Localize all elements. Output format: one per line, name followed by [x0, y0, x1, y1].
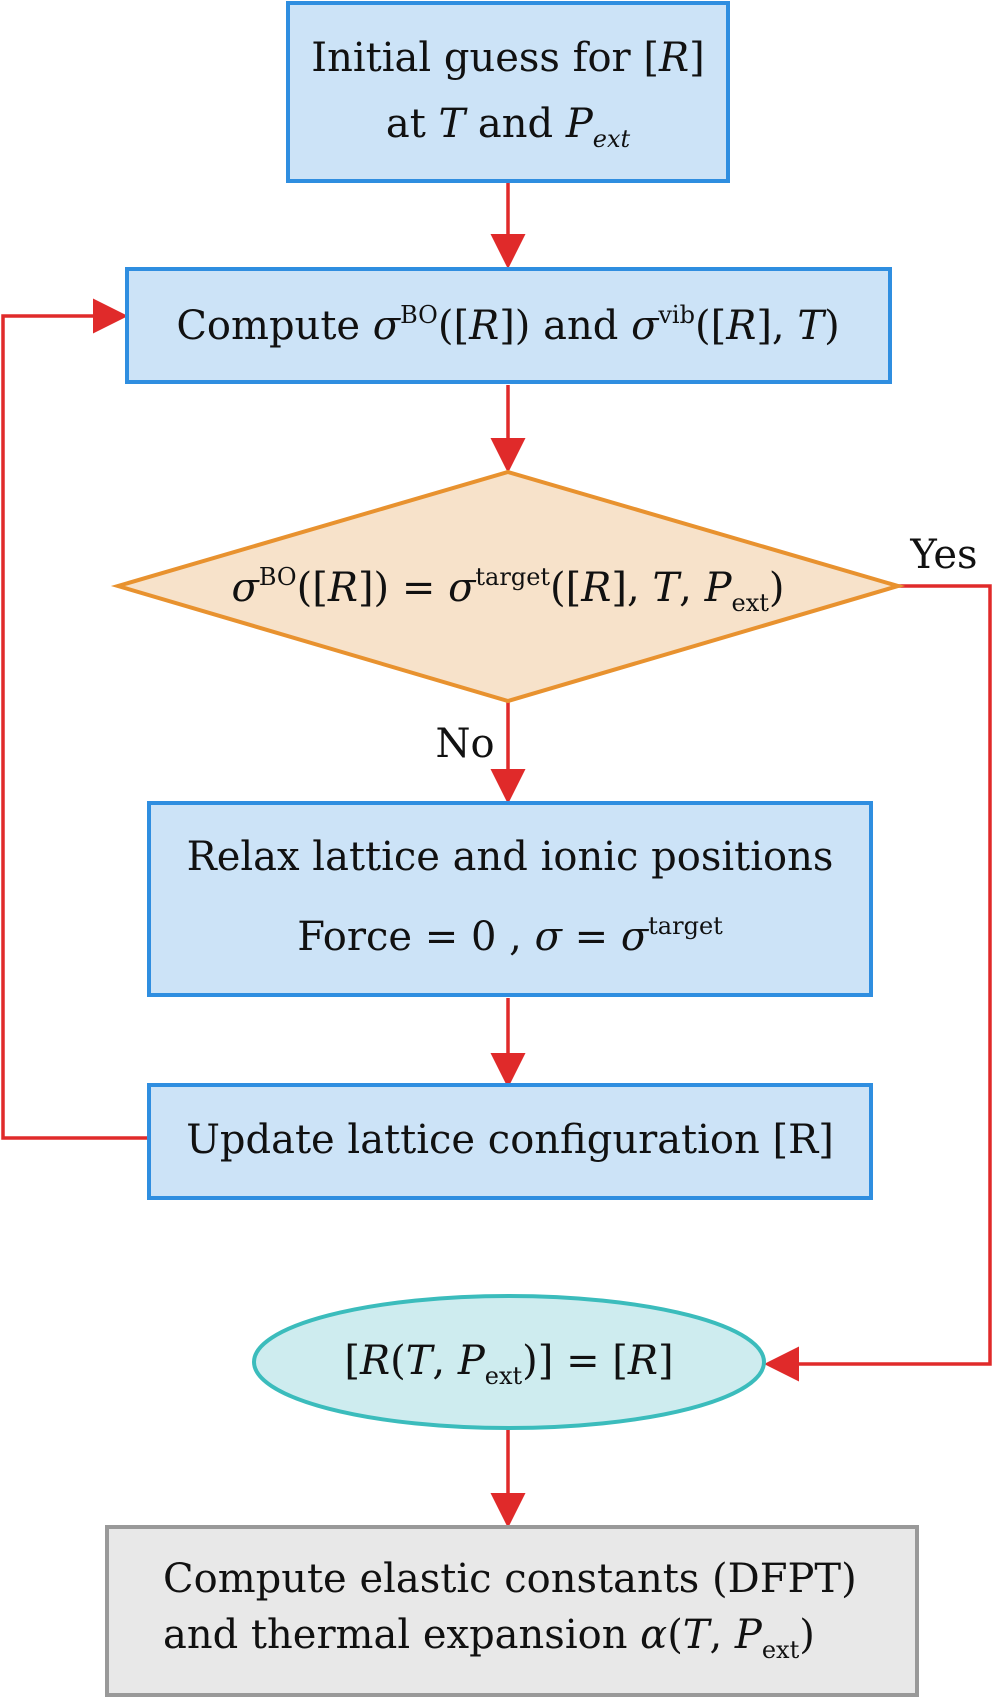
final-line1: Compute elastic constants (DFPT) [163, 1556, 857, 1602]
node-relax: Relax lattice and ionic positions Force … [147, 801, 873, 997]
compute-box [125, 267, 892, 384]
edge-label-yes: Yes [909, 532, 977, 578]
edge-label-no: No [435, 721, 494, 767]
decision-diamond [110, 469, 906, 704]
node-update: Update lattice configuration [R] [147, 1083, 873, 1200]
node-final: Compute elastic constants (DFPT) and the… [105, 1525, 919, 1697]
edges [1, 183, 992, 1528]
relax-line2: Force = 0 , σ = σtarget [297, 912, 723, 960]
compute-label: Compute σBO([R]) and σvib([R], T) [176, 301, 839, 349]
node-result: [R(T, Pext)] = [R] [252, 1294, 766, 1430]
node-decision: σBO([R]) = σtarget([R], T, Pext) [110, 469, 906, 704]
update-box [147, 1083, 873, 1200]
relax-line1: Relax lattice and ionic positions [187, 834, 834, 880]
initial-line1: Initial guess for [R] [311, 35, 704, 81]
final-box [105, 1525, 919, 1697]
final-line2: and thermal expansion α(T, Pext) [163, 1612, 815, 1664]
initial-box [286, 1, 730, 183]
node-initial: Initial guess for [R] at T and Pext [286, 1, 730, 183]
initial-line2: at T and Pext [386, 101, 631, 153]
decision-label: σBO([R]) = σtarget([R], T, Pext) [232, 563, 785, 617]
edge-decision-yes [764, 584, 992, 1382]
result-label: [R(T, Pext)] = [R] [344, 1338, 673, 1390]
relax-box [147, 801, 873, 997]
node-compute: Compute σBO([R]) and σvib([R], T) [125, 267, 892, 384]
result-ellipse [252, 1294, 766, 1430]
edge-update-loop-back [1, 298, 147, 1140]
update-label: Update lattice configuration [R] [186, 1117, 834, 1163]
